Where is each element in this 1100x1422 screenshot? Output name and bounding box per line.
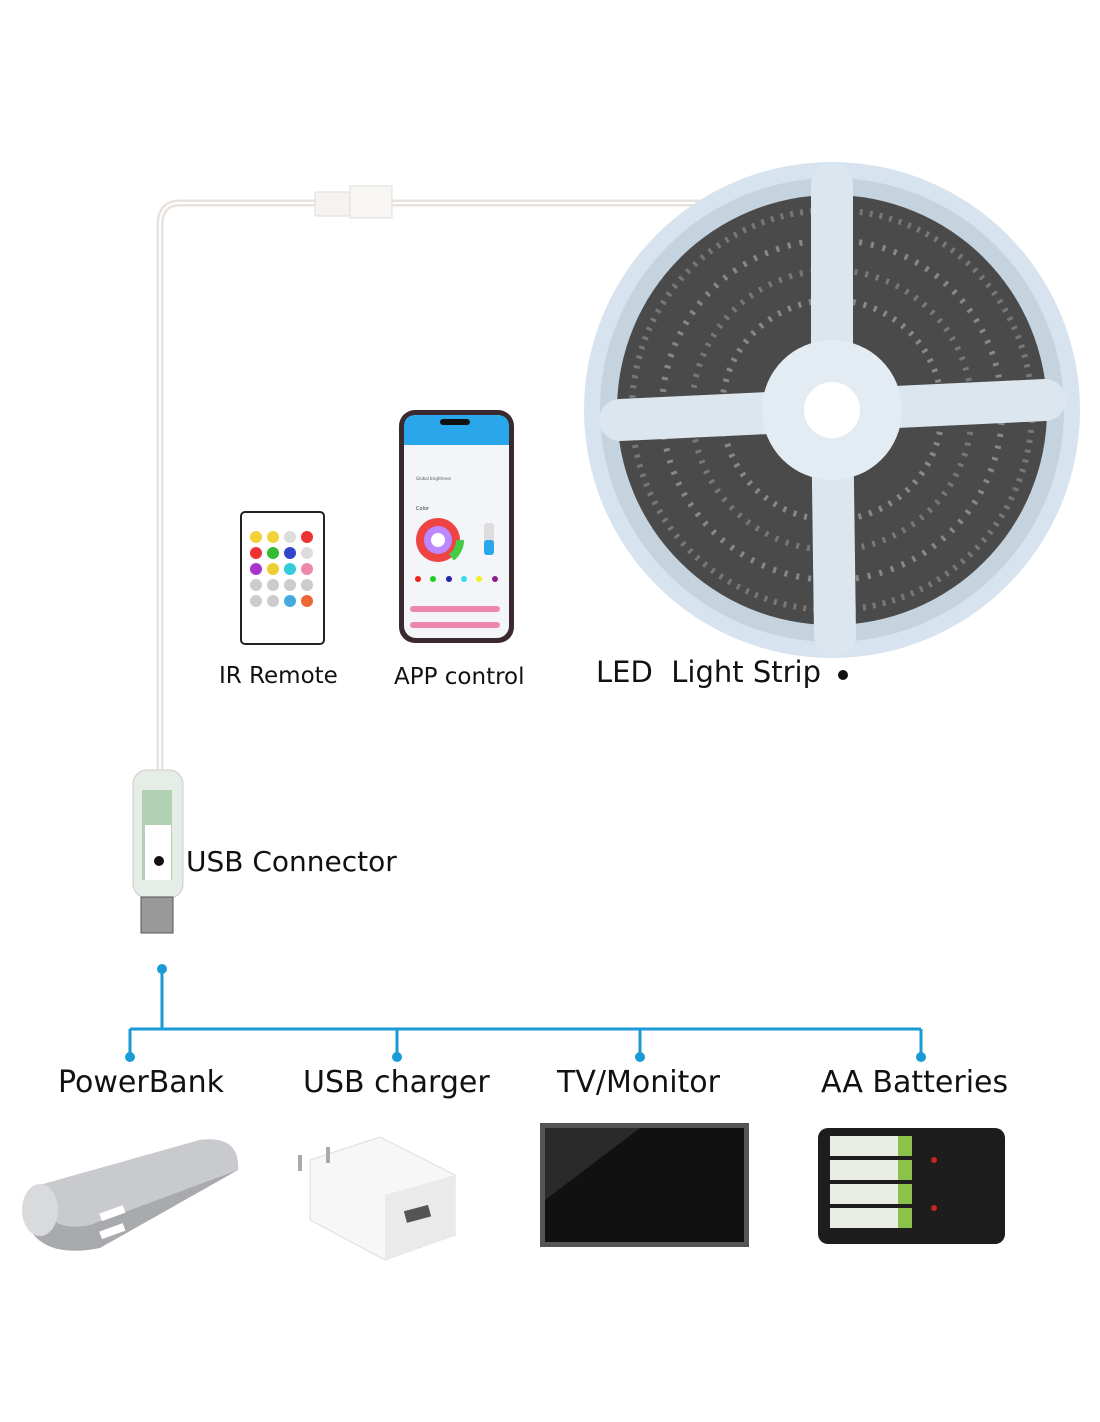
app-control-label: APP control — [394, 664, 525, 690]
usb-charger-image — [298, 1136, 456, 1261]
phone-brightness-label: Global brightness — [416, 476, 452, 481]
powerbank-label: PowerBank — [58, 1065, 225, 1100]
usb-connector-image — [132, 769, 184, 934]
tv-monitor-image — [540, 1123, 749, 1247]
led-strip-reel — [584, 162, 1080, 658]
tv-monitor-label: TV/Monitor — [557, 1065, 720, 1100]
aa-batteries-label: AA Batteries — [821, 1065, 1009, 1100]
jst-connector — [314, 185, 393, 219]
ir-remote-label: IR Remote — [219, 663, 338, 689]
led-bullet — [838, 670, 848, 680]
powerbank-image — [22, 1139, 239, 1251]
phone-color-label: Color — [416, 506, 430, 512]
phone-app-image — [399, 410, 514, 643]
usb-connector-label: USB Connector — [186, 845, 397, 878]
power-source-lines — [125, 964, 926, 1062]
cable — [156, 199, 700, 775]
usb-charger-label: USB charger — [303, 1065, 490, 1100]
led-strip-label: LED Light Strip — [596, 655, 822, 689]
aa-batteries-image — [818, 1128, 1005, 1244]
ir-remote-image — [240, 511, 325, 645]
